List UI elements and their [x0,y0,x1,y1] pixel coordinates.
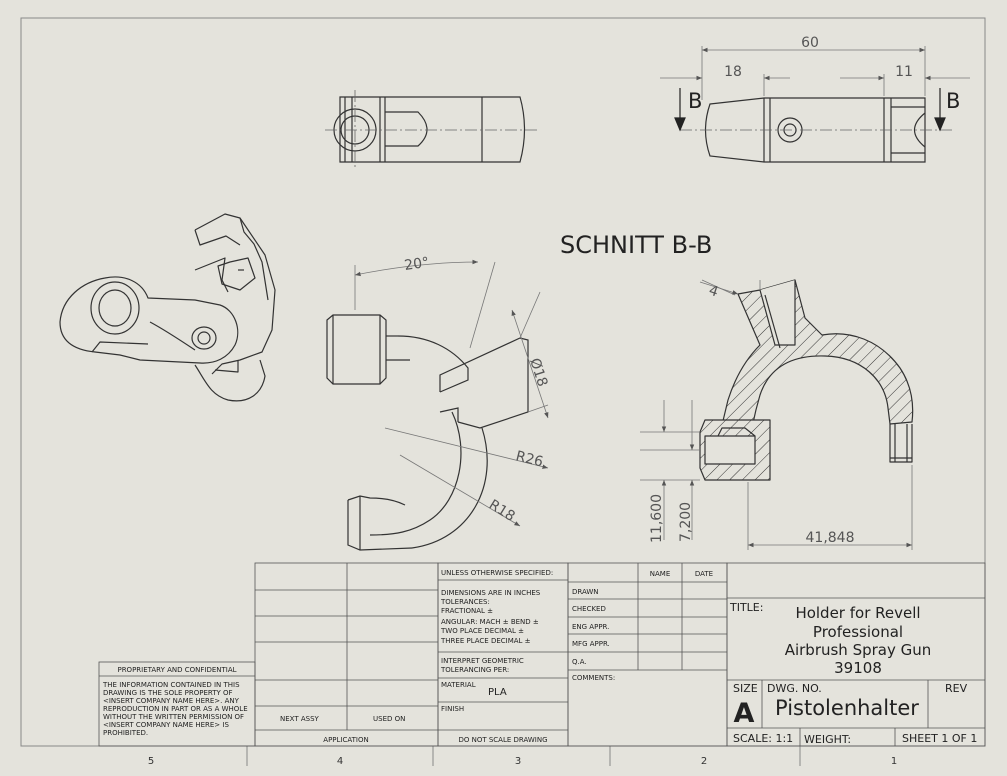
dim-left-length: 18 [724,64,742,80]
front-dimensions: 20° Ø18 R26 R18 [354,255,550,527]
section-view [699,279,914,481]
dim-height-total: 11,600 [649,494,665,543]
interpret-line: INTERPRET GEOMETRIC [441,657,524,665]
zone-5: 5 [148,756,154,767]
zone-1: 1 [891,756,897,767]
material-value: PLA [488,687,507,698]
section-cut-markers: B B [674,88,960,132]
unless-specified: UNLESS OTHERWISE SPECIFIED: [441,569,553,577]
sheet-value: SHEET 1 OF 1 [902,732,977,745]
zone-markers: 5 4 3 2 1 [148,746,897,767]
dwg-no-label: DWG. NO. [767,682,822,695]
dim-angle: 20° [403,255,430,274]
cut-label-right: B [946,89,960,113]
proprietary-line: WITHOUT THE WRITTEN PERMISSION OF [103,713,244,721]
section-dimensions: 4 11,600 7,200 41,848 [640,279,913,550]
approval-checked: CHECKED [572,605,606,613]
next-assy-label: NEXT ASSY [280,715,320,723]
tolerance-line: DIMENSIONS ARE IN INCHES [441,589,541,597]
top-right-view [680,97,955,163]
title-line-4: 39108 [834,659,882,677]
top-dimensions: 60 18 11 [660,35,970,100]
interpret-line: TOLERANCING PER: [440,666,509,674]
material-label: MATERIAL [441,681,476,689]
zone-2: 2 [701,756,707,767]
tolerance-line: FRACTIONAL ± [441,607,493,615]
proprietary-line: THE INFORMATION CONTAINED IN THIS [102,681,240,689]
title-label: TITLE: [729,601,763,614]
title-line-3: Airbrush Spray Gun [785,641,932,659]
do-not-scale: DO NOT SCALE DRAWING [458,736,547,744]
size-label: SIZE [733,682,758,695]
approval-drawn: DRAWN [572,588,599,596]
title-block-text: PROPRIETARY AND CONFIDENTIAL THE INFORMA… [102,569,977,746]
approval-qa: Q.A. [572,658,587,666]
title-line-1: Holder for Revell [795,604,920,622]
weight-label: WEIGHT: [804,733,851,746]
comments-label: COMMENTS: [572,674,615,682]
top-view [325,90,540,168]
dim-overall-length: 60 [801,35,819,51]
approval-mfg: MFG APPR. [572,640,610,648]
proprietary-line: REPRODUCTION IN PART OR AS A WHOLE [103,705,248,713]
dim-height-mid: 7,200 [678,502,694,542]
dim-diameter: Ø18 [526,356,550,388]
title-block [98,562,986,747]
tolerance-line: ANGULAR: MACH ± BEND ± [441,618,539,626]
rev-label: REV [945,682,968,695]
proprietary-line: PROHIBITED. [103,729,148,737]
zone-4: 4 [337,756,343,767]
section-label: SCHNITT B-B [560,231,712,259]
application-label: APPLICATION [323,736,368,744]
date-header: DATE [695,570,713,578]
size-value: A [734,698,755,729]
finish-label: FINISH [441,705,464,713]
dim-right-length: 11 [895,64,913,80]
proprietary-line: <INSERT COMPANY NAME HERE> IS [103,721,229,729]
tolerance-line: TWO PLACE DECIMAL ± [440,627,524,635]
proprietary-line: <INSERT COMPANY NAME HERE>. ANY [103,697,240,705]
approval-eng: ENG APPR. [572,623,609,631]
scale-value: SCALE: 1:1 [733,732,793,745]
dim-small: 4 [707,283,721,301]
title-line-2: Professional [813,623,903,641]
front-view [326,314,529,551]
proprietary-heading: PROPRIETARY AND CONFIDENTIAL [117,666,236,674]
dim-outer-radius: R26 [514,448,545,470]
dwg-no-value: Pistolenhalter [775,696,919,720]
used-on-label: USED ON [373,715,405,723]
tolerance-line: THREE PLACE DECIMAL ± [440,637,531,645]
name-header: NAME [650,570,671,578]
cut-label-left: B [688,89,702,113]
dim-inner-radius: R18 [486,497,518,525]
zone-3: 3 [515,756,521,767]
tolerance-line: TOLERANCES: [440,598,490,606]
proprietary-line: DRAWING IS THE SOLE PROPERTY OF [103,689,233,697]
isometric-view [59,213,276,402]
dim-bottom-width: 41,848 [806,530,855,546]
